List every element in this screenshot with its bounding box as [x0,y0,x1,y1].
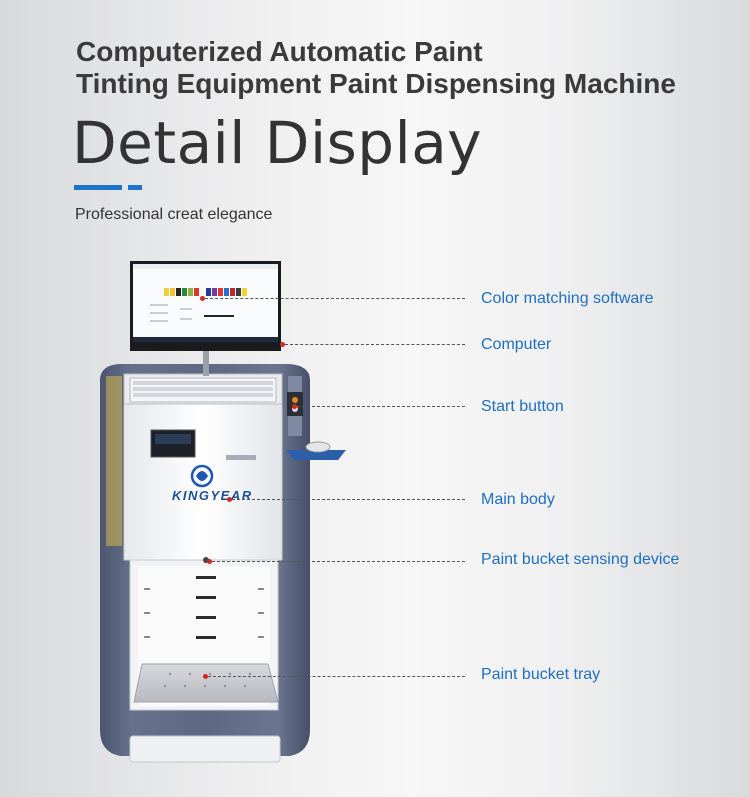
leader-line-start-button [297,406,465,407]
callout-paint-bucket-tray: Paint bucket tray [481,666,601,683]
mouse [305,441,331,453]
marker-dot-start-button [292,404,297,409]
monitor-stand [203,350,209,376]
logo-emblem [190,464,214,488]
leader-line-tray [208,676,465,677]
marker-dot-sensing-device [207,559,212,564]
marker-dot-computer [280,342,285,347]
accent-bar-short [128,185,142,190]
product-title: Computerized Automatic Paint Tinting Equ… [76,36,676,100]
cabinet-left-strip [106,376,122,546]
main-body-panel [123,403,283,561]
paint-bucket-tray [133,663,279,703]
marker-dot-software [200,296,205,301]
lcd-screen [155,434,191,444]
product-title-line-1: Computerized Automatic Paint [76,36,483,67]
callout-main-body: Main body [481,491,555,508]
model-plate [226,455,256,460]
accent-bar-long [74,185,122,190]
callout-paint-bucket-sensing-device: Paint bucket sensing device [481,551,680,568]
leader-line-computer [285,344,465,345]
section-heading: Detail Display [72,109,483,177]
marker-dot-tray [203,674,208,679]
monitor-screen [133,264,278,342]
software-color-swatches [164,288,247,296]
mouse-shelf [286,450,346,460]
callout-computer: Computer [481,336,552,353]
leader-line-main-body [232,499,465,500]
marker-dot-main-body [227,497,232,502]
callout-start-button: Start button [481,398,564,415]
leader-line-sensing-device [212,561,465,562]
cabinet-base [129,735,281,763]
product-title-line-2: Tinting Equipment Paint Dispensing Machi… [76,68,676,99]
callout-color-matching-software: Color matching software [481,290,654,307]
start-button [292,397,298,403]
brand-logo-text: KINGYEAR [172,488,253,503]
tagline: Professional creat elegance [75,206,273,223]
leader-line-software [205,298,465,299]
